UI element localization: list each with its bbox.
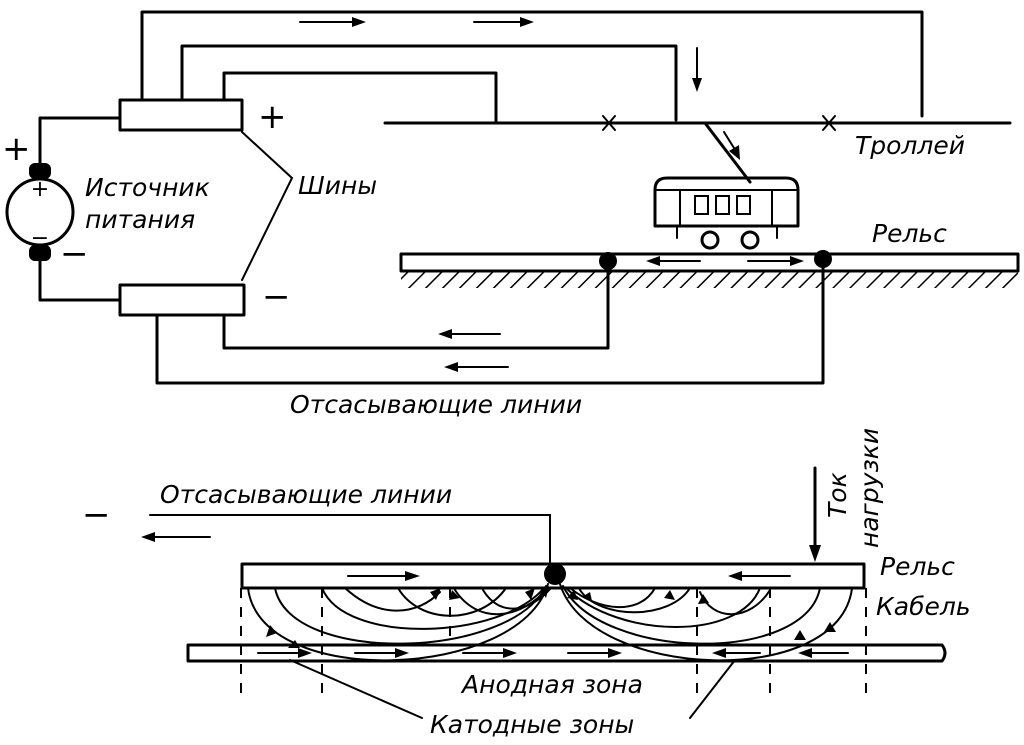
arc-arrowhead [288,640,300,648]
current-arrow-feeder-down [692,47,702,92]
tram-pantograph [703,121,752,184]
rail-label-bottom: Рельс [880,552,955,581]
current-arrow-pantograph [723,131,740,160]
tram-window [715,195,730,215]
generator-cap-minus: − [31,226,49,251]
cable-current-arrow [712,648,761,658]
rail-current-arrow-bottom-right [728,571,791,581]
current-arrow-feeder-1 [299,17,366,27]
rail-top [399,252,1020,273]
cable-label: Кабель [876,592,971,621]
tram-wheel [700,230,720,250]
arc-arrowhead [567,590,578,600]
source-label-line1: Источник [85,173,210,202]
rail-current-arrow-left [646,256,701,266]
generator-plus-sign: + [2,129,31,169]
anode-zone-label: Анодная зона [460,670,643,699]
cable [186,643,947,663]
tram-window [694,195,709,215]
drainage-arrow-near [438,329,501,339]
drainage-line-bottom [149,514,551,573]
cable-current-arrow [257,648,312,658]
generator-minus-sign: − [60,234,89,274]
busbars-label: Шины [298,171,377,200]
ground-hatch [401,271,1018,288]
rail-current-arrow-bottom-left [347,571,420,581]
drainage-label-bottom: Отсасывающие линии [160,480,452,509]
generator-brush-bottom [29,245,51,261]
feeder-line-middle [180,44,678,122]
arc-arrowhead [430,588,441,600]
drainage-label-top: Отсасывающие линии [290,390,582,419]
arc-arrowhead [664,590,675,600]
drainage-minus-sign: − [82,495,111,535]
trolley-insulator-left [602,115,616,131]
traction-circuit-scheme: + − + − + − Шины Источник питания [2,10,1020,419]
cathode-leader-right [689,659,736,719]
drainage-line-near [222,259,610,350]
feeder-line-outer [140,10,924,118]
arc-arrowhead [525,588,535,600]
arc-arrowhead [541,586,549,598]
rail-drainage-point [544,563,566,585]
drainage-line-far [155,257,825,385]
tram-window [736,195,751,215]
positive-bus-sign: + [258,97,287,137]
feeder-line-inner [222,71,498,124]
cable-current-arrow [798,648,849,658]
drainage-arrow-far [444,362,509,372]
busbar-leader [241,131,294,281]
generator-negative-lead [38,259,122,302]
trolley-insulator-right [822,115,836,131]
load-current-arrow [809,466,821,562]
arc-arrowhead [698,594,709,604]
generator-cap-plus: + [31,177,49,202]
generator: + − [5,163,75,261]
arc-arrowhead [449,590,460,600]
cathode-leader-left [289,659,423,719]
drainage-arrow-bottom [141,532,211,542]
stray-current-arcs-left [247,583,552,662]
cable-current-arrow [567,648,622,658]
tram-car [653,176,800,250]
rail-current-arrow-right [747,256,804,266]
positive-busbar [118,98,244,132]
cable-current-arrow [354,648,409,658]
cable-current-arrow [462,648,517,658]
tram-wheel [740,230,760,250]
cathode-zones-label: Катодные зоны [430,710,634,739]
negative-bus-sign: − [262,277,291,317]
tram-body [653,176,800,228]
arc-arrowhead [582,592,592,601]
arc-arrowhead [266,625,277,637]
source-label-line2: питания [85,205,195,234]
current-arrow-feeder-2 [473,17,534,27]
load-current-label-line1: Ток [823,472,852,518]
rail-label-top: Рельс [872,219,947,248]
generator-brush-top [29,163,51,179]
generator-positive-lead [38,116,122,165]
stray-current-zones-scheme: Отсасывающие линии − Ток нагрузки Рельс … [82,428,971,739]
negative-busbar [118,283,246,317]
trolley-label: Троллей [855,131,965,160]
arc-arrowhead [794,630,806,640]
arc-arrowhead [824,622,836,632]
load-current-label-line2: нагрузки [855,428,884,548]
stray-current-arcs-right [559,583,853,662]
